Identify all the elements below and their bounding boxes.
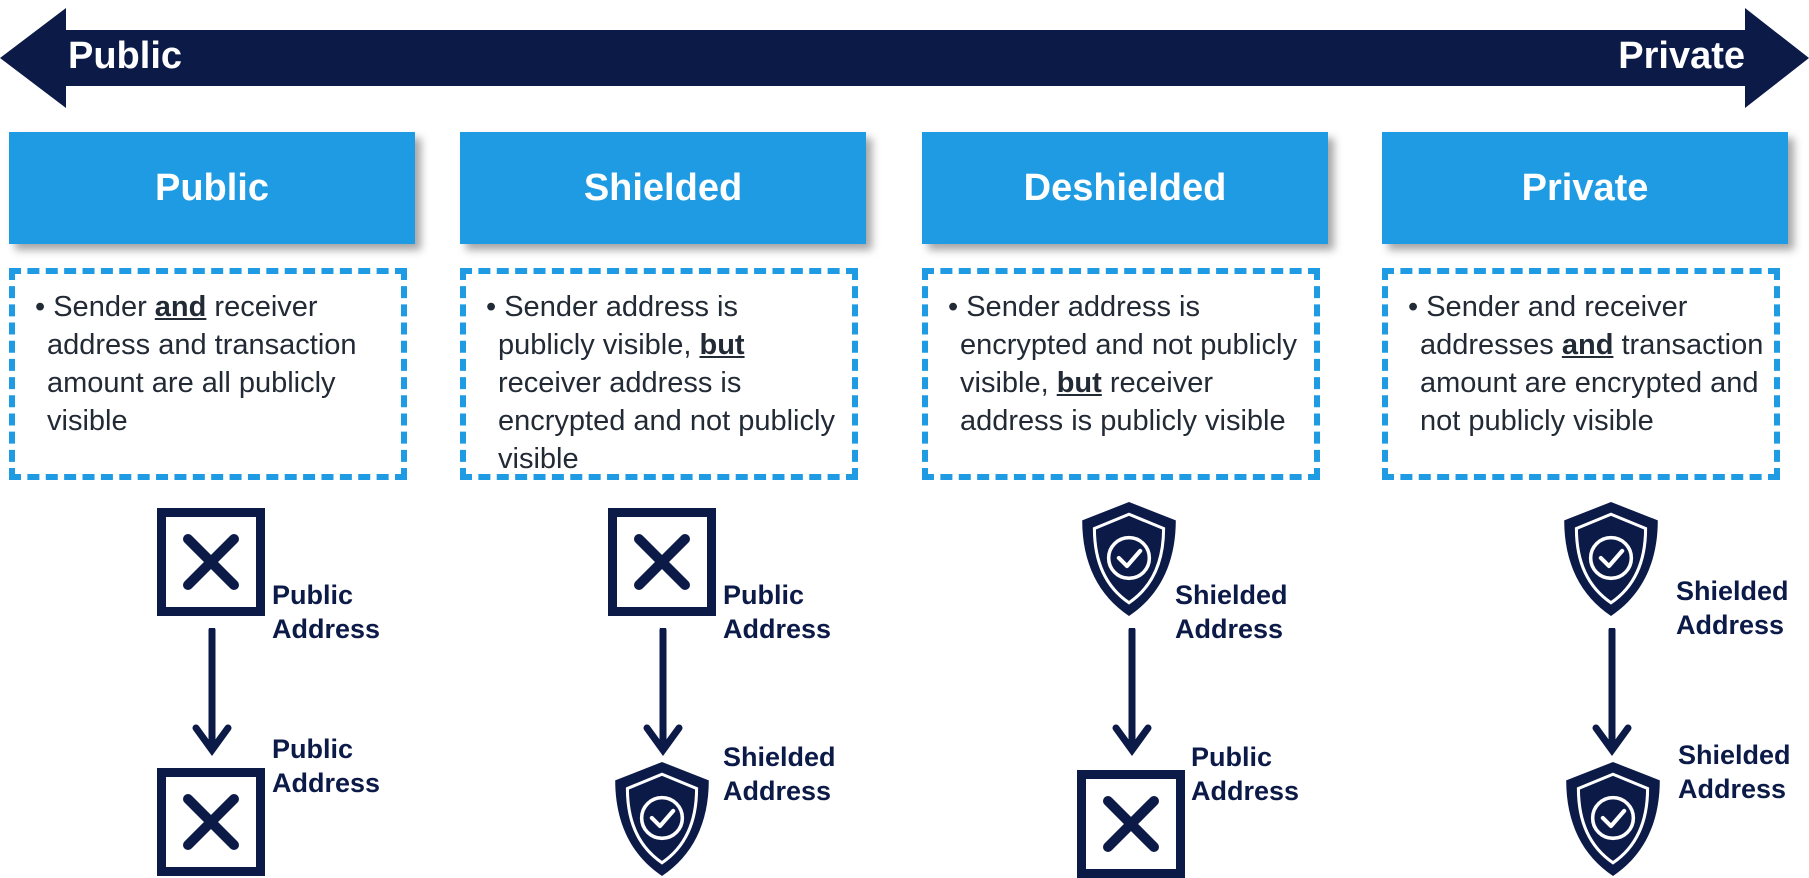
public-private-spectrum-arrow (0, 8, 1809, 108)
column-description: • Sender and receiver addresses and tran… (1382, 268, 1780, 480)
shield-check-icon (1566, 762, 1660, 876)
spectrum-arrow-shape (0, 8, 1809, 108)
description-text: • Sender and receiver addresses and tran… (1408, 291, 1764, 437)
description-text: • Sender address is encrypted and not pu… (948, 291, 1297, 437)
column-header: Deshielded (922, 132, 1328, 244)
spectrum-right-label: Private (1618, 35, 1745, 77)
x-box-icon (157, 768, 265, 876)
description-text: • Sender address is publicly visible, bu… (486, 291, 835, 475)
column-header: Private (1382, 132, 1788, 244)
flow-down-arrow-icon (643, 628, 683, 756)
x-box-icon (157, 508, 265, 616)
column-header: Public (9, 132, 415, 244)
column-shielded: Shielded • Sender address is publicly vi… (460, 0, 870, 877)
shield-check-icon (1564, 502, 1658, 616)
shield-check-icon (1082, 502, 1176, 616)
x-box-icon (608, 508, 716, 616)
column-description: • Sender and receiver address and transa… (9, 268, 407, 480)
flow-down-arrow-icon (1112, 628, 1152, 756)
column-deshielded: Deshielded • Sender address is encrypted… (922, 0, 1332, 878)
x-box-icon (1077, 770, 1185, 878)
column-description: • Sender address is publicly visible, bu… (460, 268, 858, 480)
flow-down-arrow-icon (192, 628, 232, 756)
flow-down-arrow-icon (1592, 628, 1632, 756)
shield-check-icon (615, 762, 709, 876)
column-private: Private • Sender and receiver addresses … (1382, 0, 1792, 877)
spectrum-left-label: Public (68, 35, 183, 77)
column-description: • Sender address is encrypted and not pu… (922, 268, 1320, 480)
column-header: Shielded (460, 132, 866, 244)
column-public: Public • Sender and receiver address and… (9, 0, 419, 877)
description-text: • Sender and receiver address and transa… (35, 291, 357, 437)
